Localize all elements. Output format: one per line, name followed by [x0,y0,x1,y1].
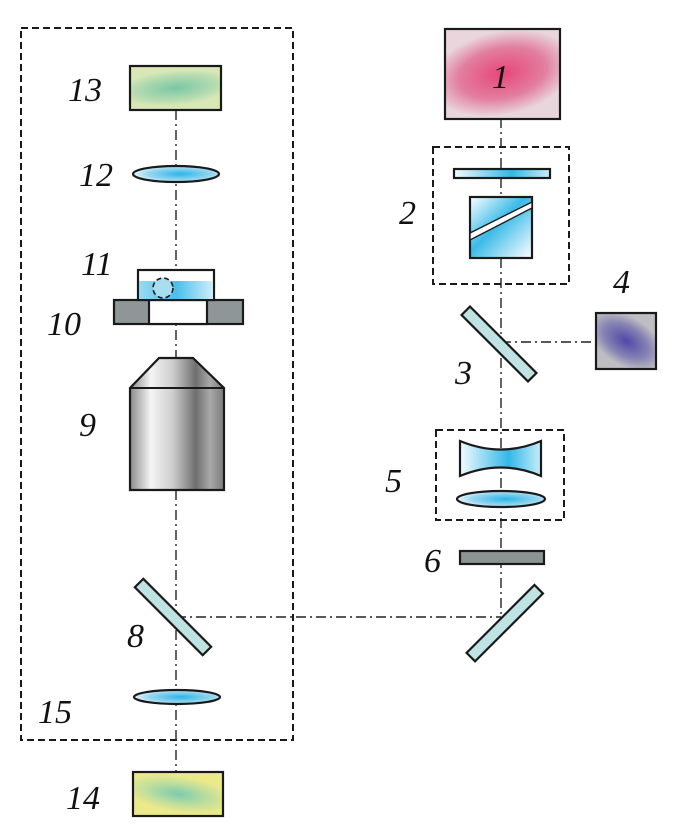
label-12: 12 [79,157,113,194]
component-10-stage: 10 [47,298,245,343]
label-10: 10 [47,306,81,343]
component-8-dichroic-mirror: 8 [127,577,213,657]
label-14: 14 [66,780,100,817]
label-6: 6 [424,543,441,580]
component-4-detector: 4 [594,264,658,371]
component-3-beam-splitter: 3 [454,304,539,392]
label-13: 13 [68,72,102,109]
microscope-enclosure [20,27,294,741]
component-5-beam-expander: 5 [385,429,565,521]
component-9-objective: 9 [79,356,226,492]
label-9: 9 [79,407,96,444]
label-2: 2 [399,195,416,232]
label-5: 5 [385,463,402,500]
component-6-filter: 6 [424,543,546,580]
label-8: 8 [127,618,144,655]
label-3: 3 [454,355,472,392]
label-11: 11 [81,246,112,283]
component-11-sample-chamber: 11 [81,246,216,302]
component-1-light-source: 1 [443,27,562,121]
label-15: 15 [38,694,72,731]
component-12-lens: 12 [79,157,221,194]
label-4: 4 [613,264,630,301]
component-2-polarizer-module: 2 [399,146,570,285]
label-1: 1 [492,59,509,96]
component-15-lens: 15 [38,688,222,731]
component-folding-mirror [465,583,545,663]
component-13-camera: 13 [68,64,223,112]
component-14-camera: 14 [66,770,225,818]
